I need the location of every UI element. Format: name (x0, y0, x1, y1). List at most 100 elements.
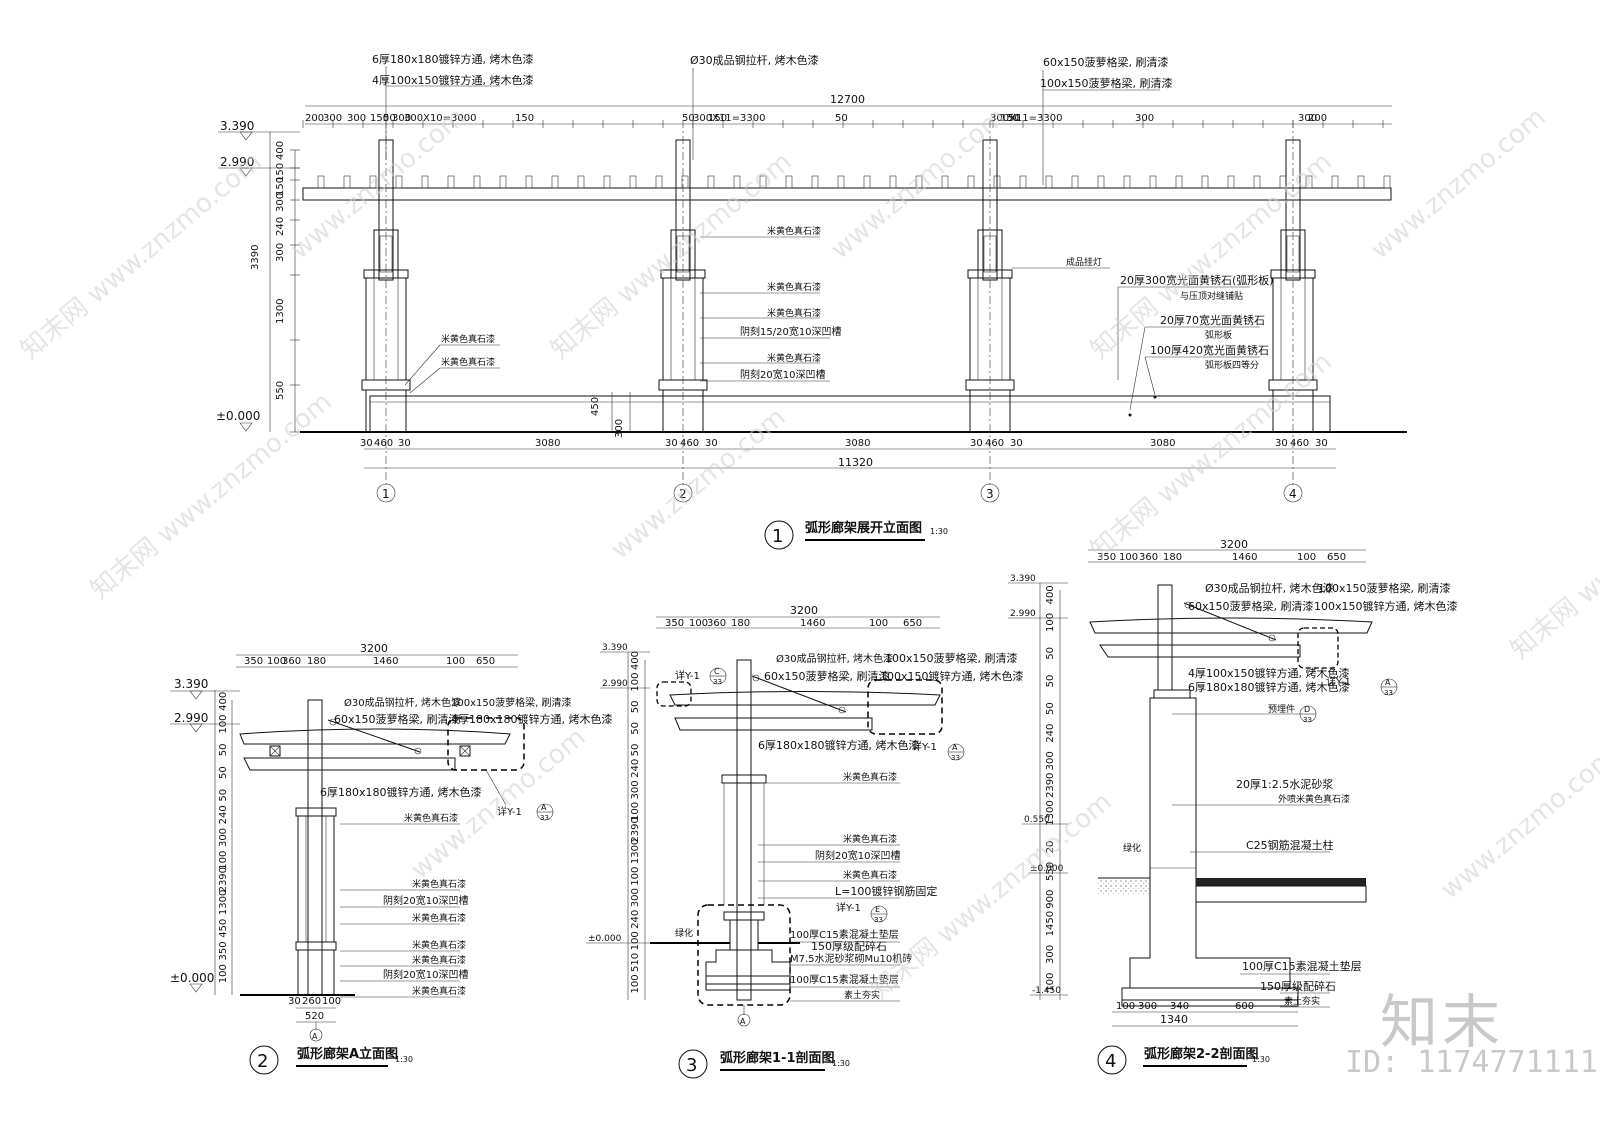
v2-dim-100b: 100 (446, 656, 465, 667)
v2-dim-1460: 1460 (373, 656, 398, 667)
v4-dim-3200: 3200 (1220, 538, 1248, 551)
elev-right-note-6: 弧形板四等分 (1205, 359, 1259, 371)
elev-right-note-2: 与压顶对缝铺贴 (1180, 290, 1243, 302)
v2-left-dim: 2390 (218, 867, 229, 892)
elev-note-1: 6厚180x180镀锌方通, 烤木色漆 (372, 52, 534, 66)
v2-left-dim: 350 (218, 941, 229, 960)
v4-concrete-column (1129, 697, 1291, 989)
v4-note-9: 外喷米黄色真石漆 (1278, 793, 1350, 805)
elev-lamp-note: 成品挂灯 (1066, 256, 1102, 268)
elev-bottom-dim: 30 (1275, 438, 1288, 449)
v4-note-8: 20厚1:2.5水泥砂浆 (1236, 777, 1333, 791)
v3-note-3: 60x150菠萝格梁, 刷清漆 (764, 669, 890, 683)
elev-top-dim: 150 (1000, 113, 1019, 124)
v4-left-dim: 400 (1045, 585, 1056, 604)
v4-top-beam (1089, 617, 1373, 634)
v3-left-dim: 240 (630, 910, 641, 929)
v2-left-dim: 450 (218, 919, 229, 938)
view4-section-2: 3200 350 100 360 180 1460 100 650 3.390 … (1008, 538, 1458, 1075)
elev-top-dim: 50 (1008, 113, 1021, 124)
elev-note-2: 4厚100x150镀锌方通, 烤木色漆 (372, 73, 534, 87)
elev-bottom-dim: 30 (970, 438, 983, 449)
v2-top-beam (239, 728, 511, 745)
v4-bot-100: 100 (1116, 1001, 1135, 1012)
elev-right-note-4: 弧形板 (1205, 329, 1232, 341)
v2-level-ground: ±0.000 (170, 971, 214, 985)
v3-ref2: 详Y-1 (912, 740, 937, 753)
elev-top-dim: 50 (383, 113, 396, 124)
v3-title: 弧形廊架1-1剖面图 (720, 1050, 835, 1066)
svg-text:3: 3 (986, 487, 994, 501)
v2-left-dim: 50 (218, 789, 229, 802)
elev-total-bottom: 11320 (838, 456, 873, 469)
v3-ref1: 详Y-1 (675, 669, 700, 682)
v4-left-dim: 50 (1045, 675, 1056, 688)
elev-low-wall (369, 395, 1331, 433)
watermark-text: www.znzmo.com (605, 402, 791, 565)
watermark-text: www.znzmo.com (405, 722, 591, 885)
v2-note-5: 6厚180x180镀锌方通, 烤木色漆 (320, 785, 482, 799)
v3-left-dim: 100 (630, 974, 641, 993)
watermark-text: www.znzmo.com (285, 102, 471, 265)
view2-a-elevation: 3200 350 100 360 180 1460 100 650 3.390 … (170, 642, 613, 1075)
v4-level-5: -1.450 (1032, 986, 1061, 996)
v3-scale: 1:30 (832, 1059, 850, 1068)
brand-logo-text: 知末 (1380, 988, 1505, 1056)
v4-dim-100b: 100 (1297, 552, 1316, 563)
v4-note-7: 预埋件 (1268, 703, 1295, 715)
v3-dim-180: 180 (731, 618, 750, 629)
watermark-text: 知末网 www.znzmo.com (1505, 447, 1600, 666)
v3-left-dim: 400 (630, 651, 641, 670)
elev-mid-note-5: 米黄色真石漆 (767, 352, 821, 364)
elev-right-note-5: 100厚420宽光面黄锈石 (1150, 343, 1269, 357)
v2-left-dim: 1300 (218, 890, 229, 915)
v4-left-dim: 50 (1045, 647, 1056, 660)
elev-left-dim: 400 (275, 141, 286, 160)
elev-column (361, 120, 411, 485)
v4-level-3: 0.550 (1024, 815, 1050, 825)
image-id-text: ID: 1174771111 (1345, 1045, 1598, 1080)
v2-bot-30: 30 (288, 996, 301, 1007)
v2-dim-360: 360 (282, 656, 301, 667)
v2-ref-b: 33 (540, 814, 549, 822)
v2-dim-180: 180 (307, 656, 326, 667)
v4-note-3: 60x150菠萝格梁, 刷清漆 (1188, 599, 1314, 613)
elev-bottom-dim: 460 (985, 438, 1004, 449)
v4-title-no: 4 (1105, 1051, 1116, 1072)
v4-note-11: 100厚C15素混凝土垫层 (1242, 959, 1362, 973)
v3-left-dim: 300 (630, 888, 641, 907)
v3-note-4: 100x150镀锌方通, 烤木色漆 (880, 669, 1024, 683)
elev-left-dim: 550 (275, 381, 286, 400)
v3-axis: A (740, 1017, 746, 1026)
v4-note-4: 100x150镀锌方通, 烤木色漆 (1314, 599, 1458, 613)
watermark-text: www.znzmo.com (825, 102, 1011, 265)
v4-dim-650: 650 (1327, 552, 1346, 563)
v4-left-dim: 1450 (1045, 911, 1056, 936)
v3-note-9: 米黄色真石漆 (843, 869, 897, 881)
v3-green: 绿化 (675, 927, 693, 939)
v3-level-ground: ±0.000 (588, 934, 622, 944)
v2-scale: 1:30 (395, 1055, 413, 1064)
elevation-view: 6厚180x180镀锌方通, 烤木色漆 4厚100x150镀锌方通, 烤木色漆 … (216, 52, 1407, 550)
elev-column (1268, 120, 1318, 485)
elev-bottom-dim: 460 (1290, 438, 1309, 449)
v2-note-12: 阴刻20宽10深凹槽 (383, 968, 468, 981)
elev-top-dim: 300 (392, 113, 411, 124)
v2-title-no: 2 (257, 1051, 268, 1072)
elev-top-dim: 50 (835, 113, 848, 124)
elev-top-dim: 200 (1308, 113, 1327, 124)
v2-dim-3200: 3200 (360, 642, 388, 655)
v4-left-dim: 300 (1045, 751, 1056, 770)
elev-right-note-1: 20厚300宽光面黄锈石(弧形板) (1120, 273, 1274, 287)
axis-bubble: 2 (673, 483, 693, 503)
v4-title: 弧形廊架2-2剖面图 (1144, 1046, 1259, 1062)
elev-title: 弧形廊架展开立面图 (805, 520, 922, 536)
v2-note-1: Ø30成品钢拉杆, 烤木色漆 (344, 696, 461, 709)
elev-top-dim: 300 (1135, 113, 1154, 124)
watermark-text: www.znzmo.com (1435, 742, 1600, 905)
v3-dim-100: 100 (689, 618, 708, 629)
v3-note-5: 6厚180x180镀锌方通, 烤木色漆 (758, 738, 920, 752)
v4-scale: 1:30 (1252, 1055, 1270, 1064)
